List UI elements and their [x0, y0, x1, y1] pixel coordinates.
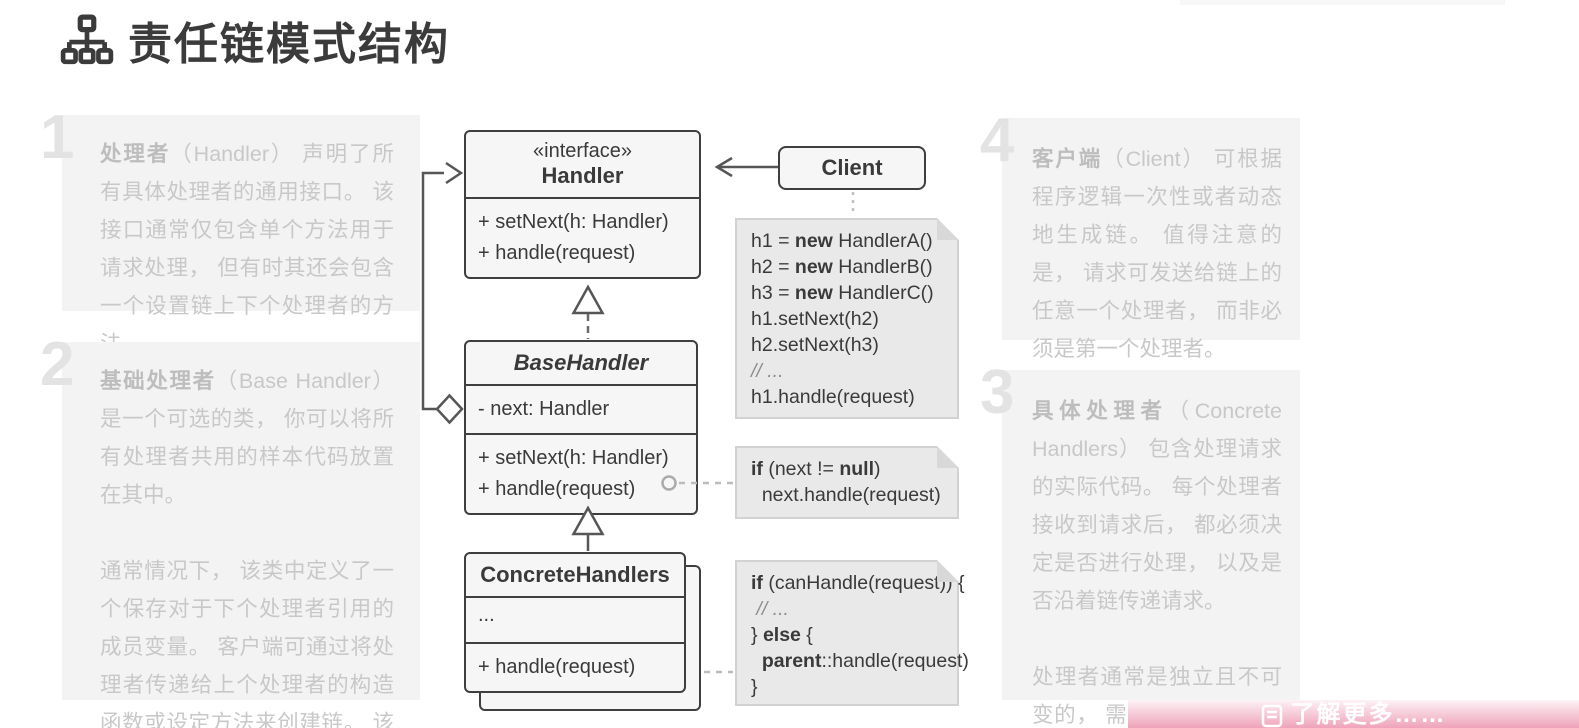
code-line: // ... [751, 360, 784, 382]
code-line: parent::handle(request) [761, 650, 969, 672]
hollow-triangle-icon [571, 284, 605, 315]
class-name: Handler [541, 163, 624, 188]
learn-more-label: 了解更多…… [1290, 701, 1447, 728]
class-header: BaseHandler [466, 342, 696, 386]
panel-text: 通常情况下， 该类中定义了一个保存对于下个处理者引用的成员变量。 客户端可通过将… [100, 559, 394, 728]
panel-handler: 1 处理者（Handler） 声明了所有具体处理者的通用接口。 该接口通常仅包含… [40, 107, 420, 356]
code-line: next.handle(request) [751, 484, 941, 506]
method-label: + handle(request) [478, 478, 636, 500]
class-box-concrete-handlers: ConcreteHandlers ... + handle(request) [464, 552, 686, 693]
code-line: h1.setNext(h2) [751, 308, 879, 330]
methods-compartment: + setNext(h: Handler) + handle(request) [466, 435, 696, 513]
panel-number: 2 [40, 330, 75, 399]
code-line: } else { [751, 624, 813, 646]
scan-book-icon [1261, 704, 1283, 728]
class-box-client: Client [778, 146, 926, 190]
aggregation-diamond-icon [435, 393, 464, 425]
code-line: h1.handle(request) [751, 386, 915, 408]
open-arrowhead-icon [714, 156, 733, 178]
panel-number: 3 [980, 358, 1015, 427]
open-arrowhead-icon [445, 161, 464, 185]
panel-number: 4 [980, 106, 1015, 175]
method-label: + setNext(h: Handler) [478, 211, 669, 233]
class-header: ConcreteHandlers [466, 554, 684, 598]
code-line: } [751, 676, 758, 698]
code-line: if (canHandle(request)) { [751, 572, 965, 594]
panel-number: 1 [40, 103, 75, 172]
class-name: Client [821, 155, 883, 180]
method-label: + handle(request) [478, 242, 636, 264]
code-line: if (next != null) [751, 458, 881, 480]
class-name: BaseHandler [513, 350, 649, 375]
field-label: - next: Handler [478, 398, 610, 420]
code-line: h1 = new HandlerA() [751, 230, 933, 252]
top-strip [1180, 0, 1505, 5]
page-header: 责任链模式结构 [60, 8, 450, 72]
hierarchy-icon [60, 14, 114, 66]
code-line: h2 = new HandlerB() [751, 256, 933, 278]
panel-base-handler: 2 基础处理者（Base Handler） 是一个可选的类， 你可以将所有处理者… [40, 334, 420, 728]
ellipsis-label: ... [478, 604, 495, 626]
class-box-base-handler: BaseHandler - next: Handler + setNext(h:… [464, 340, 698, 515]
class-box-handler-interface: «interface» Handler + setNext(h: Handler… [464, 130, 701, 279]
methods-compartment: + setNext(h: Handler) + handle(request) [466, 199, 699, 277]
note-concrete-handler-code: if (canHandle(request)) { // ... } else {… [735, 560, 969, 706]
note-base-handler-code: if (next != null) next.handle(request) [735, 446, 959, 519]
methods-compartment: + handle(request) [466, 644, 684, 691]
method-label: + handle(request) [478, 656, 636, 678]
method-label: + setNext(h: Handler) [478, 447, 669, 469]
panel-concrete-handlers: 3 具体处理者（Concrete Handlers） 包含处理请求的实际代码。 … [980, 362, 1300, 727]
note-client-code: h1 = new HandlerA() h2 = new HandlerB() h3… [735, 218, 959, 419]
class-header: «interface» Handler [466, 132, 699, 199]
code-line: h2.setNext(h3) [751, 334, 879, 356]
class-name: ConcreteHandlers [480, 562, 670, 587]
panel-text: 基础处理者（Base Handler） 是一个可选的类， 你可以将所有处理者共用… [100, 369, 394, 507]
fields-compartment: ... [466, 598, 684, 644]
fields-compartment: - next: Handler [466, 386, 696, 435]
panel-text: 具体处理者（Concrete Handlers） 包含处理请求的实际代码。 每个… [1032, 399, 1282, 613]
code-line: h3 = new HandlerC() [751, 282, 934, 304]
panel-text: 处理者（Handler） 声明了所有具体处理者的通用接口。 该接口通常仅包含单个… [100, 142, 394, 356]
learn-more-banner[interactable]: 了解更多…… [1128, 700, 1579, 728]
panel-text: 客户端（Client） 可根据程序逻辑一次性或者动态地生成链。 值得注意的是， … [1032, 147, 1282, 361]
association-line [421, 171, 444, 411]
stereotype-label: «interface» [533, 140, 632, 162]
page-title: 责任链模式结构 [128, 20, 450, 69]
code-line: // ... [756, 598, 789, 620]
panel-client: 4 客户端（Client） 可根据程序逻辑一次性或者动态地生成链。 值得注意的是… [980, 110, 1300, 361]
